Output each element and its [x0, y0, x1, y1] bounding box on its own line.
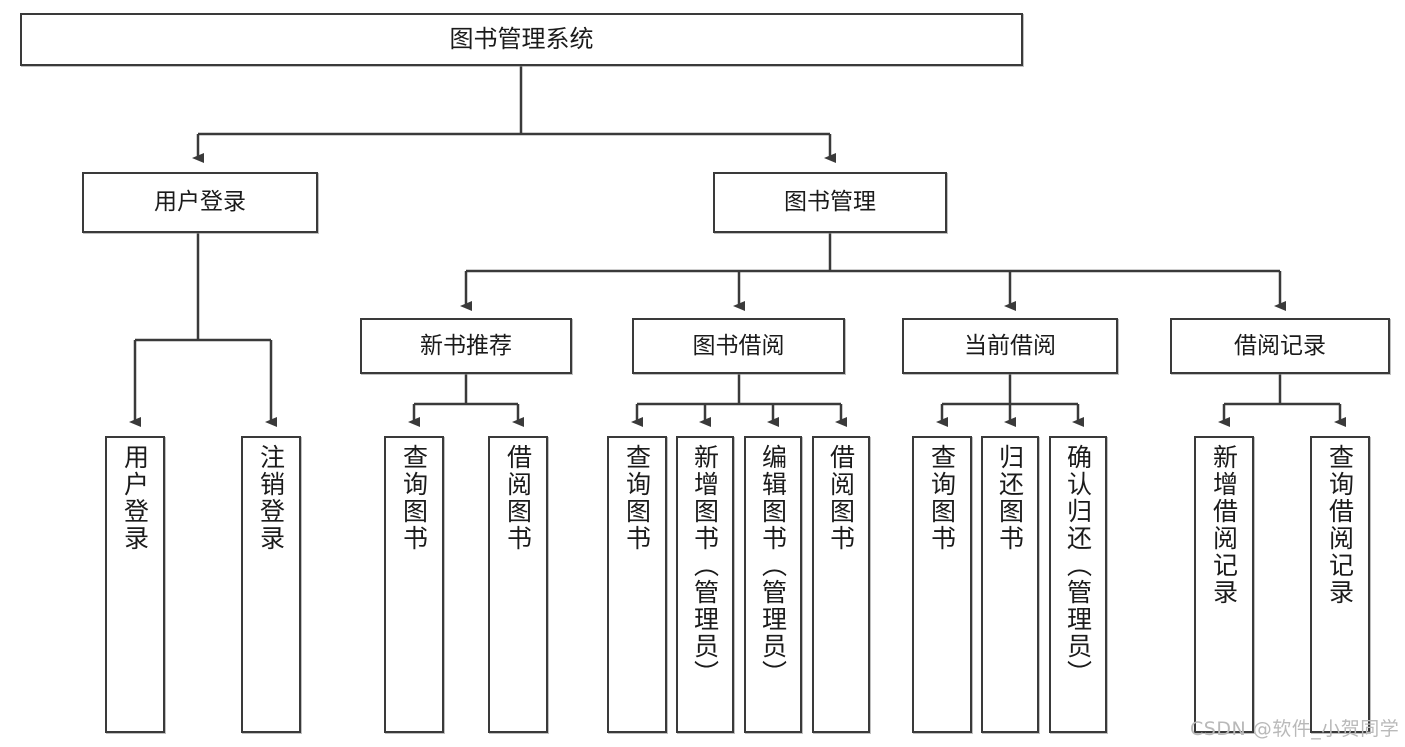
node-label: 查询图书	[927, 444, 957, 552]
node-borrow-record[interactable]: 借阅记录	[1170, 318, 1390, 374]
node-user-login[interactable]: 用户登录	[82, 172, 318, 233]
node-current-borrow[interactable]: 当前借阅	[902, 318, 1118, 374]
leaf-current-return-book[interactable]: 归还图书	[981, 436, 1039, 733]
node-label: 借阅图书	[503, 444, 533, 552]
leaf-current-confirm-return[interactable]: 确认归还（管理员）	[1049, 436, 1107, 733]
leaf-record-add-record[interactable]: 新增借阅记录	[1194, 436, 1254, 733]
leaf-borrow-borrow-book[interactable]: 借阅图书	[812, 436, 870, 733]
leaf-borrow-edit-book[interactable]: 编辑图书（管理员）	[744, 436, 802, 733]
node-label: 查询借阅记录	[1325, 444, 1355, 606]
node-root-system[interactable]: 图书管理系统	[20, 13, 1023, 66]
node-label: 新增图书（管理员）	[690, 444, 720, 687]
node-label: 图书管理系统	[449, 24, 594, 53]
node-label: 查询图书	[399, 444, 429, 552]
node-new-book-recommend[interactable]: 新书推荐	[360, 318, 572, 374]
node-label: 当前借阅	[964, 332, 1056, 359]
node-label: 用户登录	[120, 444, 150, 552]
leaf-record-query-record[interactable]: 查询借阅记录	[1310, 436, 1370, 733]
leaf-recommend-borrow-book[interactable]: 借阅图书	[488, 436, 548, 733]
node-label: 图书管理	[784, 189, 876, 216]
node-book-management[interactable]: 图书管理	[713, 172, 947, 233]
node-label: 归还图书	[995, 444, 1025, 552]
leaf-user-login-logout[interactable]: 注销登录	[241, 436, 301, 733]
leaf-recommend-query-book[interactable]: 查询图书	[384, 436, 444, 733]
csdn-watermark: CSDN @软件_小贺同学	[1190, 718, 1400, 740]
node-label: 注销登录	[256, 444, 286, 552]
node-label: 借阅记录	[1234, 332, 1326, 359]
leaf-current-query-book[interactable]: 查询图书	[912, 436, 972, 733]
node-label: 确认归还（管理员）	[1063, 444, 1093, 687]
node-label: 编辑图书（管理员）	[758, 444, 788, 687]
node-label: 图书借阅	[692, 332, 785, 359]
leaf-borrow-query-book[interactable]: 查询图书	[607, 436, 667, 733]
node-label: 查询图书	[622, 444, 652, 552]
node-label: 用户登录	[154, 189, 246, 216]
node-label: 新书推荐	[420, 332, 512, 359]
leaf-user-login-login[interactable]: 用户登录	[105, 436, 165, 733]
leaf-borrow-add-book[interactable]: 新增图书（管理员）	[676, 436, 734, 733]
node-book-borrow[interactable]: 图书借阅	[632, 318, 845, 374]
node-label: 新增借阅记录	[1209, 444, 1239, 606]
node-label: 借阅图书	[826, 444, 856, 552]
